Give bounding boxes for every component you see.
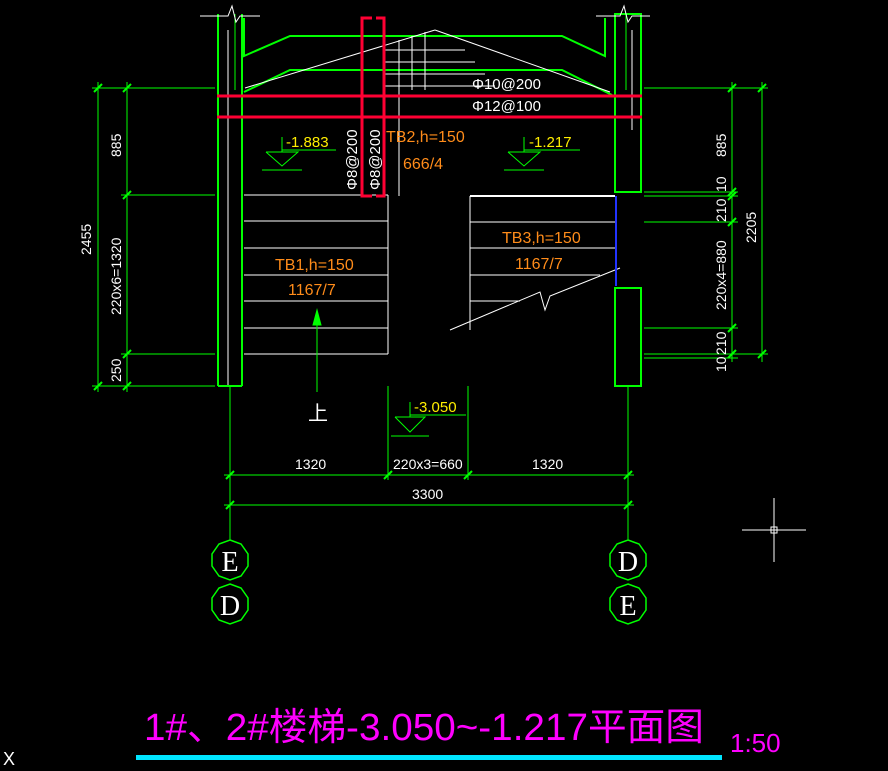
dim-right-top: 885: [713, 133, 729, 157]
dim-right-210a: 210: [713, 198, 729, 222]
drawing-scale: 1:50: [730, 728, 781, 758]
dimension-lines: [92, 82, 768, 540]
dim-right-10b: 10: [713, 356, 729, 372]
axis-left-bottom: D: [220, 591, 240, 622]
rebar-vertical-1-label: Φ8@200: [344, 129, 361, 190]
dim-right-10a: 10: [713, 176, 729, 192]
axis-right-top: D: [618, 547, 638, 578]
level-marker-1: [262, 137, 336, 171]
dim-right-middle: 220x4=880: [713, 240, 729, 310]
dim-right-total: 2205: [743, 212, 759, 243]
level-label-1: -1.883: [286, 134, 329, 151]
tb1-name: TB1,h=150: [275, 257, 354, 274]
dim-left-bottom: 250: [108, 358, 124, 382]
level-label-3: -3.050: [414, 399, 457, 416]
up-label: 上: [308, 402, 328, 425]
dim-left-total: 2455: [78, 224, 94, 255]
rebar-bottom-label: Φ12@100: [472, 98, 541, 115]
stair-left-flight: [244, 194, 389, 355]
level-label-2: -1.217: [529, 134, 572, 151]
dim-bottom-right: 1320: [532, 456, 563, 472]
stair-right-flight: [469, 195, 617, 330]
axis-left-top: E: [221, 547, 238, 578]
tb2-name: TB2,h=150: [386, 129, 465, 146]
dim-left-middle: 220x6=1320: [108, 237, 124, 315]
corner-mark: X: [3, 749, 15, 769]
level-marker-2: [504, 137, 580, 171]
dim-left-top: 885: [108, 133, 124, 157]
dim-bottom-left: 1320: [295, 456, 326, 472]
dimension-ticks: [93, 83, 767, 510]
tb3-name: TB3,h=150: [502, 230, 581, 247]
walls: [217, 13, 642, 387]
axis-bubbles: [211, 539, 647, 625]
title-underline: [136, 755, 722, 760]
dim-bottom-middle: 220x3=660: [393, 456, 463, 472]
crosshair-cursor-icon: [742, 498, 806, 562]
drawing-title: 1#、2#楼梯-3.050~-1.217平面图: [144, 707, 704, 749]
tb1-spec: 1167/7: [288, 282, 336, 299]
level-marker-3: [391, 402, 466, 437]
axis-right-bottom: E: [619, 591, 636, 622]
tb2-spec: 666/4: [403, 156, 443, 173]
break-marks: [200, 4, 650, 385]
dim-right-210b: 210: [713, 331, 729, 355]
rebar-top-label: Φ10@200: [472, 76, 541, 93]
dim-bottom-total: 3300: [412, 486, 443, 502]
up-arrow: [312, 308, 322, 392]
tb3-spec: 1167/7: [515, 256, 563, 273]
rebar-vertical-2-label: Φ8@200: [367, 129, 384, 190]
rebar-lines: [217, 16, 642, 198]
